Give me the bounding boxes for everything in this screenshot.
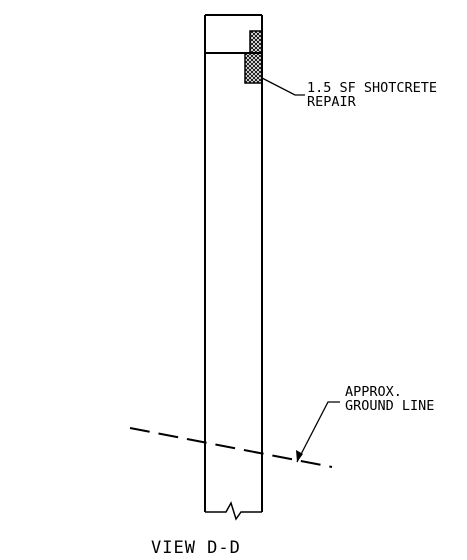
ground-label-line1: APPROX. [345,384,402,400]
ground-leader-line [296,401,340,463]
repair-leader-line [261,77,305,96]
repair-label-line2: REPAIR [307,94,357,110]
view-title: VIEW D-D [151,538,241,558]
ground-leader-arrowhead [296,450,303,462]
break-line [205,501,262,521]
ground-label-line2: GROUND LINE [345,398,434,414]
shotcrete-repair-hatch-upper [249,30,263,54]
shotcrete-repair-hatch-lower [244,52,263,84]
repair-label-line1: 1.5 SF SHOTCRETE [307,80,437,96]
ground-line [129,427,333,468]
